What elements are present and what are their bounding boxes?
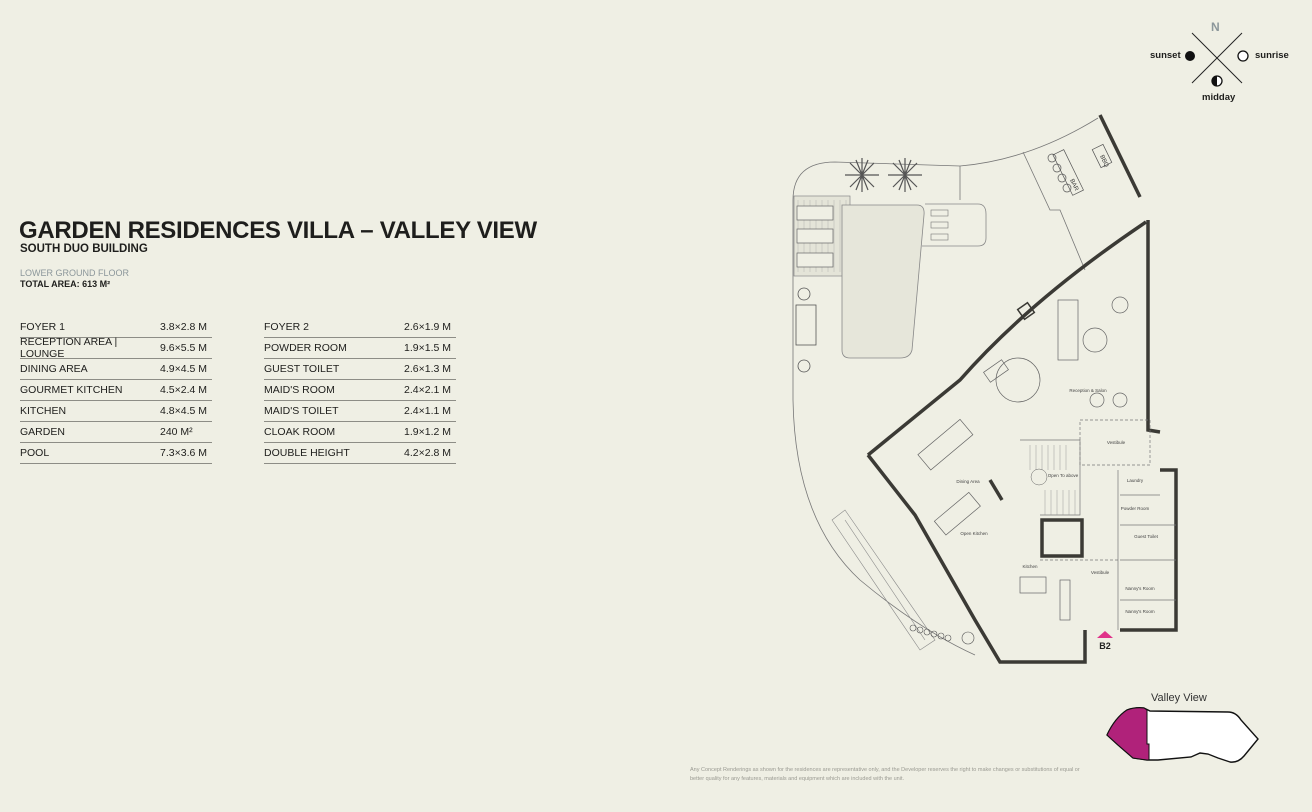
midday-icon: [1211, 75, 1223, 87]
room-size: 240 M²: [160, 426, 193, 438]
room-name: MAID'S TOILET: [264, 405, 339, 417]
table-row: KITCHEN 4.8×4.5 M: [20, 401, 212, 422]
room-label-guest-toilet: Guest Toilet: [1134, 534, 1158, 539]
interior-partitions: [1020, 419, 1176, 630]
key-plan: [1106, 707, 1259, 763]
compass: N sunset sunrise midday: [1140, 18, 1300, 108]
midday-label: midday: [1202, 92, 1236, 103]
room-label-reception: Reception & Salon: [1069, 388, 1107, 393]
room-label-laundry: Laundry: [1127, 478, 1144, 483]
building-walls: [866, 114, 1178, 664]
room-size: 7.3×3.6 M: [160, 447, 207, 459]
room-size: 2.6×1.9 M: [404, 321, 451, 333]
room-size: 9.6×5.5 M: [160, 342, 207, 354]
room-label-powder: Powder Room: [1121, 506, 1150, 511]
table-row: CLOAK ROOM 1.9×1.2 M: [264, 422, 456, 443]
pool-deck: [793, 195, 851, 277]
furniture: [917, 296, 1129, 621]
table-row: POOL 7.3×3.6 M: [20, 443, 212, 464]
room-name: DINING AREA: [20, 363, 88, 375]
room-name: GUEST TOILET: [264, 363, 340, 375]
room-label-vestibule-2: Vestibule: [1091, 570, 1110, 575]
building-name: SOUTH DUO BUILDING: [20, 243, 148, 255]
table-row: GUEST TOILET 2.6×1.3 M: [264, 359, 456, 380]
page-title: GARDEN RESIDENCES VILLA – VALLEY VIEW: [19, 217, 537, 244]
room-name: MAID'S ROOM: [264, 384, 335, 396]
room-table-right: FOYER 2 2.6×1.9 M POWDER ROOM 1.9×1.5 M GU…: [264, 317, 456, 464]
floor-label: LOWER GROUND FLOOR: [20, 268, 130, 278]
room-name: FOYER 1: [20, 321, 65, 333]
planters: [909, 624, 975, 645]
table-row: DOUBLE HEIGHT 4.2×2.8 M: [264, 443, 456, 464]
room-label-nanny-2: Nanny's Room: [1125, 609, 1155, 614]
entrance-arrow-icon: [1097, 631, 1113, 638]
table-row: MAID'S ROOM 2.4×2.1 M: [264, 380, 456, 401]
sunrise-icon: [1237, 50, 1249, 62]
sun-lounger-icon: [796, 228, 834, 244]
table-row: GOURMET KITCHEN 4.5×2.4 M: [20, 380, 212, 401]
room-size: 4.8×4.5 M: [160, 405, 207, 417]
pool: [841, 203, 987, 359]
room-label-open-kitchen: Open Kitchen: [960, 531, 988, 536]
room-name: GARDEN: [20, 426, 65, 438]
room-size: 4.5×2.4 M: [160, 384, 207, 396]
table-row: POWDER ROOM 1.9×1.5 M: [264, 338, 456, 359]
sunset-label: sunset: [1150, 50, 1181, 61]
room-name: RECEPTION AREA | LOUNGE: [20, 336, 118, 360]
palm-tree-icon: [845, 158, 922, 192]
room-size: 3.8×2.8 M: [160, 321, 207, 333]
room-name: KITCHEN: [20, 405, 67, 417]
sunset-icon: [1185, 51, 1195, 61]
room-size: 1.9×1.5 M: [404, 342, 451, 354]
walkway: [831, 509, 936, 651]
room-name: GOURMET KITCHEN: [20, 384, 123, 396]
room-size: 4.2×2.8 M: [404, 447, 451, 459]
room-name: CLOAK ROOM: [264, 426, 336, 438]
room-name: FOYER 2: [264, 321, 309, 333]
windows: [1016, 301, 1036, 321]
entrance-label: B2: [1099, 641, 1111, 651]
room-label-dining: Dining Area: [956, 479, 980, 484]
room-name: DOUBLE HEIGHT: [264, 447, 350, 459]
table-row: FOYER 1 3.8×2.8 M: [20, 317, 212, 338]
table-row: MAID'S TOILET 2.4×1.1 M: [264, 401, 456, 422]
bbq-label: BBQ: [1098, 154, 1109, 168]
bar-label: BAR: [1068, 178, 1079, 192]
room-label-kitchen: Kitchen: [1022, 564, 1038, 569]
room-size: 4.9×4.5 M: [160, 363, 207, 375]
table-row: FOYER 2 2.6×1.9 M: [264, 317, 456, 338]
outdoor-seating: [795, 287, 817, 373]
key-plan-label: Valley View: [1151, 692, 1207, 704]
bar-bbq-area: [1047, 143, 1113, 196]
room-label-nanny: Nanny's Room: [1125, 586, 1155, 591]
sun-lounger-icon: [796, 205, 834, 221]
sun-lounger-icon: [796, 252, 834, 268]
room-label-vestibule: Vestibule: [1107, 440, 1126, 445]
table-row: GARDEN 240 M²: [20, 422, 212, 443]
disclaimer: Any Concept Renderings as shown for the …: [690, 767, 1080, 782]
north-label: N: [1211, 20, 1220, 34]
room-size: 2.4×1.1 M: [404, 405, 451, 417]
room-name: POWDER ROOM: [264, 342, 347, 354]
compass-cross-icon: [1185, 32, 1249, 87]
table-row: RECEPTION AREA | LOUNGE 9.6×5.5 M: [20, 336, 212, 360]
room-label-open-above: Open To above: [1048, 473, 1079, 478]
total-area: TOTAL AREA: 613 M²: [20, 279, 111, 289]
room-size: 2.6×1.3 M: [404, 363, 451, 375]
room-table-left: FOYER 1 3.8×2.8 M RECEPTION AREA | LOUNGE…: [20, 317, 212, 464]
room-name: POOL: [20, 447, 50, 459]
staircase: [1029, 445, 1076, 515]
room-size: 1.9×1.2 M: [404, 426, 451, 438]
garden-boundary: [792, 117, 1099, 656]
room-size: 2.4×2.1 M: [404, 384, 451, 396]
sunrise-label: sunrise: [1255, 50, 1289, 61]
table-row: DINING AREA 4.9×4.5 M: [20, 359, 212, 380]
